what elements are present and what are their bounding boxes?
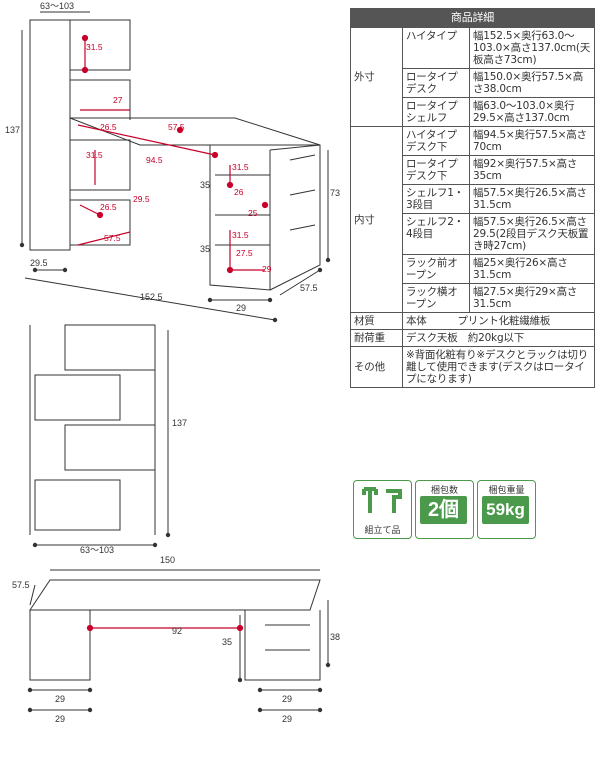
red-15: 29: [262, 264, 272, 274]
weight-label: 梱包重量: [488, 486, 525, 496]
dim-desk-w3: 29: [282, 694, 292, 704]
box-count-label: 梱包数: [430, 486, 458, 496]
red-5: 31.5: [86, 150, 103, 160]
spec-val: 幅57.5×奥行26.5×高さ29.5(2段目デスク天板置き時27cm): [469, 213, 595, 255]
weight-value: 59kg: [486, 500, 525, 519]
red-3: 26.5: [100, 122, 117, 132]
spec-val: 幅92×奥行57.5×高さ35cm: [469, 155, 595, 185]
spec-val: 幅57.5×奥行26.5×高さ31.5cm: [469, 184, 595, 214]
spec-val: 本体 プリント化粧繊維板: [402, 312, 595, 330]
dim-desk-w4: 29: [282, 714, 292, 724]
box-icon: [420, 496, 467, 524]
assembly-badge: 組立て品: [353, 480, 412, 539]
dim-desk-inner: 92: [172, 626, 182, 636]
spec-sub: ハイタイプデスク下: [402, 126, 470, 156]
assembly-label: 組立て品: [364, 526, 401, 536]
dim-desk-w1: 29: [55, 694, 65, 704]
red-2: 27: [113, 95, 123, 105]
spec-sub: ラック前オープン: [402, 254, 470, 284]
red-10: 31.5: [232, 162, 249, 172]
spec-cat-load: 耐荷重: [350, 329, 403, 347]
red-12: 25: [248, 208, 258, 218]
dim-desk-height2: 38: [330, 632, 340, 642]
box-count-badge: 梱包数 2個: [415, 480, 474, 539]
box-count-value: 2個: [427, 499, 460, 521]
spec-sub: シェルフ1・3段目: [402, 184, 470, 214]
dim-shelf-width: 63〜103: [80, 545, 114, 555]
weight-badge: 梱包重量 59kg: [477, 480, 536, 539]
dim-desk-depth: 57.5: [12, 580, 30, 590]
dim-desk-width: 150: [160, 555, 175, 565]
spec-title: 商品詳細: [350, 8, 595, 28]
scale-icon: [482, 496, 529, 524]
spec-sub: ラック横オープン: [402, 283, 470, 313]
dim-rack-depth: 57.5: [300, 283, 318, 293]
spec-cat-material: 材質: [350, 312, 403, 330]
dim-top-height: 137: [5, 125, 20, 135]
spec-cat-outer: 外寸: [350, 27, 403, 127]
spec-val: 幅63.0〜103.0×奥行29.5×高さ137.0cm: [469, 97, 595, 127]
red-1: 31.5: [86, 42, 103, 52]
dim-top-total-width: 152.5: [140, 292, 163, 302]
tools-icon: [362, 487, 402, 513]
spec-sub: ロータイプデスク: [402, 68, 470, 98]
red-9: 57.5: [104, 233, 121, 243]
spec-val: 幅25×奥行26×高さ31.5cm: [469, 254, 595, 284]
spec-sub: シェルフ2・4段目: [402, 213, 470, 255]
dim-desk-height: 73: [330, 188, 340, 198]
dim-top-depth: 29.5: [30, 258, 48, 268]
dim-desk-w2: 29: [55, 714, 65, 724]
spec-table: 商品詳細 外寸 ハイタイプ 幅152.5×奥行63.0〜103.0×高さ137.…: [350, 8, 595, 388]
red-11: 26: [234, 187, 244, 197]
red-14: 27.5: [236, 248, 253, 258]
spec-cat-other: その他: [350, 346, 403, 388]
spec-val: デスク天板 約20kg以下: [402, 329, 595, 347]
spec-cat-inner: 内寸: [350, 126, 403, 313]
spec-val: ※背面化粧有り※デスクとラックは切り離して使用できます(デスクはロータイプになり…: [402, 346, 595, 388]
dim-desk-rack-h: 35: [222, 637, 232, 647]
spec-val: 幅152.5×奥行63.0〜103.0×高さ137.0cm(天板高さ73cm): [469, 27, 595, 69]
spec-val: 幅94.5×奥行57.5×高さ70cm: [469, 126, 595, 156]
spec-val: 幅27.5×奥行29×高さ31.5cm: [469, 283, 595, 313]
red-7: 29.5: [133, 194, 150, 204]
spec-sub: ロータイプシェルフ: [402, 97, 470, 127]
red-13: 31.5: [232, 230, 249, 240]
spec-sub: ロータイプデスク下: [402, 155, 470, 185]
dim-shelf-height: 137: [172, 418, 187, 428]
spec-val: 幅150.0×奥行57.5×高さ38.0cm: [469, 68, 595, 98]
red-8: 26.5: [100, 202, 117, 212]
dim-rack-width: 29: [236, 303, 246, 313]
red-6: 94.5: [146, 155, 163, 165]
dim-rack-h2: 35: [200, 244, 210, 254]
dim-top-width: 63〜103: [40, 1, 74, 11]
dim-rack-h1: 35: [200, 180, 210, 190]
dimension-drawings: 63〜103 137 29.5 152.5 73 35 35 29 57.5 3…: [5, 1, 340, 724]
red-4: 57.5: [168, 122, 185, 132]
spec-sub: ハイタイプ: [402, 27, 470, 69]
